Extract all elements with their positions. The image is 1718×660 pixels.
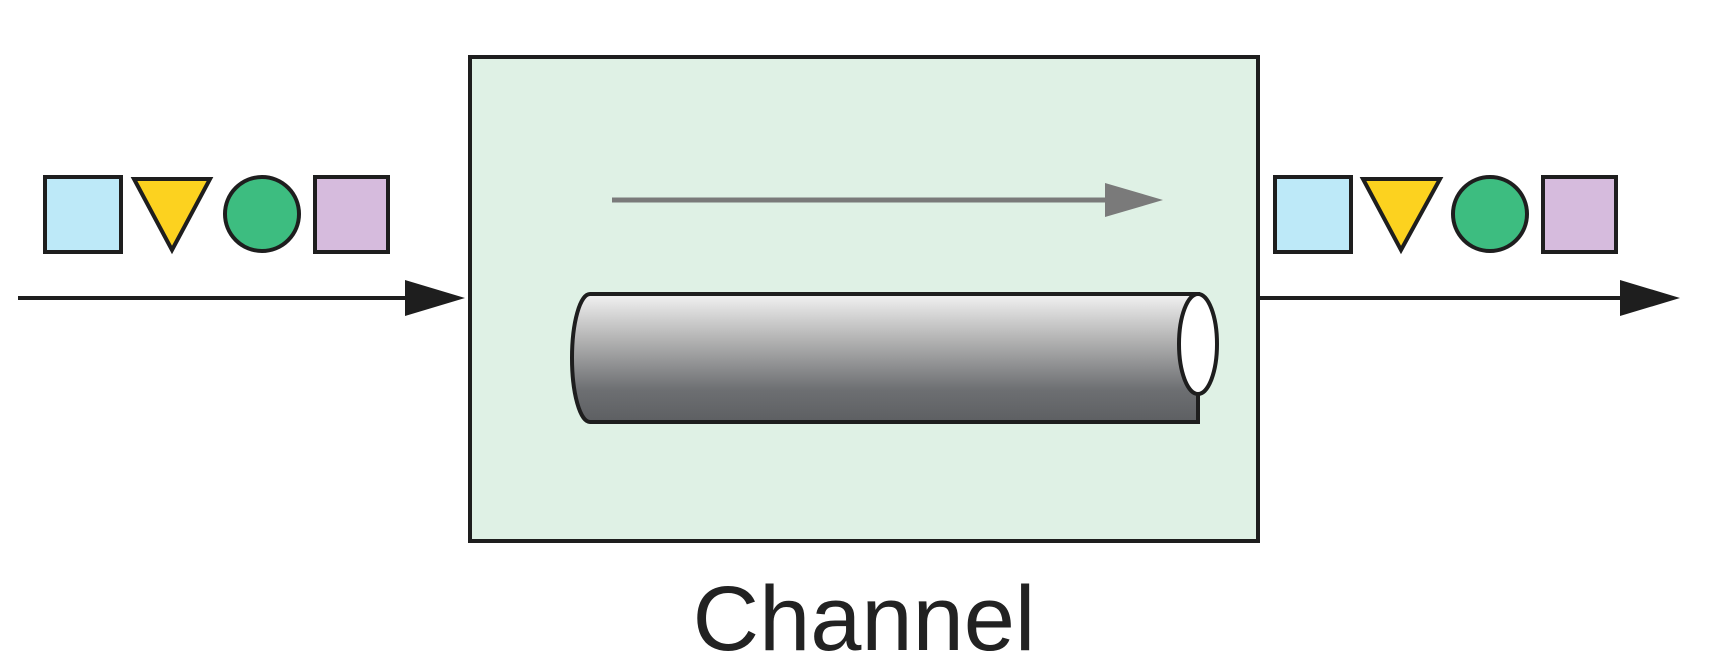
direction-arrow [612,183,1163,217]
pipe-body [570,292,1200,424]
direction-arrowhead [1105,183,1163,217]
circle-icon [223,175,301,253]
channel-label: Channel [693,568,1036,660]
pipe-icon [570,292,1219,424]
square-icon [1541,175,1618,254]
circle-icon [1451,175,1529,253]
triangle-icon [1359,177,1444,255]
square-icon [313,175,390,254]
input-messages [43,175,390,255]
square-icon [43,175,123,254]
output-arrow [1258,280,1680,316]
input-arrowhead [405,280,465,316]
output-messages [1273,175,1618,255]
square-icon [1273,175,1353,254]
output-arrowhead [1620,280,1680,316]
input-arrow [18,280,465,316]
pipe-opening [1177,292,1219,396]
triangle-icon [130,177,214,255]
